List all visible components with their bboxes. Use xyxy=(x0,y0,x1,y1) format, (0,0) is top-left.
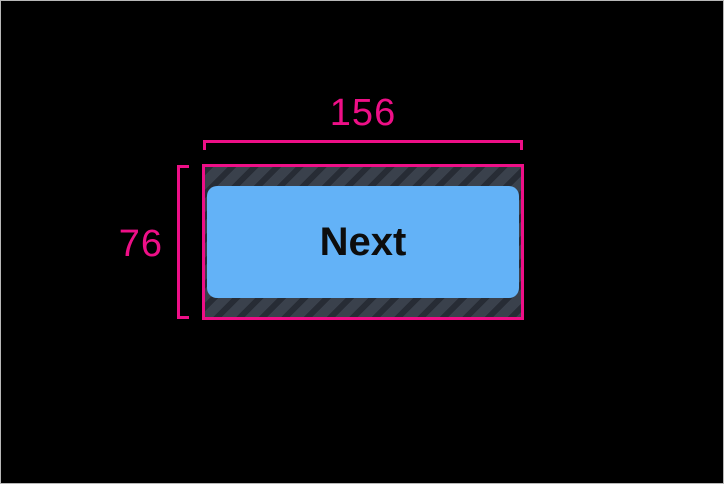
next-button[interactable]: Next xyxy=(207,186,519,298)
height-dimension-label: 76 xyxy=(118,223,163,265)
next-button-label: Next xyxy=(319,219,407,264)
width-measurement-bracket xyxy=(203,140,523,150)
height-measurement-bracket xyxy=(177,165,189,319)
width-dimension-label: 156 xyxy=(329,92,397,134)
widget-bounds-overlay: Next xyxy=(202,164,524,320)
